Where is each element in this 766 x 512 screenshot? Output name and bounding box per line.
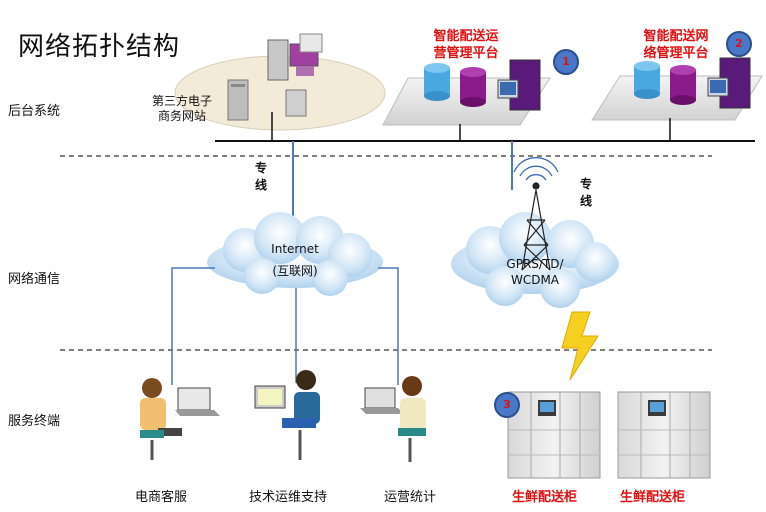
dedicated-line-left-char1: 专	[255, 161, 268, 175]
locker-1-icon	[507, 391, 601, 479]
third-party-label-line1: 第三方电子	[151, 94, 212, 108]
terminal-tech-label: 技术运维支持	[249, 490, 328, 505]
operator-stats-icon	[360, 376, 426, 462]
dedicated-line-right-char2: 线	[580, 194, 593, 208]
terminal-stats-label: 运营统计	[384, 490, 437, 505]
badge-1: 1	[553, 49, 579, 75]
layer-label-backend: 后台系统	[8, 104, 61, 119]
badge-2: 2	[726, 31, 752, 57]
locker-1-label: 生鲜配送柜	[512, 490, 578, 505]
mobile-cloud	[451, 212, 619, 308]
third-party-label: 第三方电子 商务网站	[140, 94, 224, 124]
dedicated-line-left-label: 专 线	[255, 160, 267, 194]
internet-label: Internet (互联网)	[250, 238, 340, 282]
antenna-tower-icon	[513, 156, 559, 271]
workstation-icon	[267, 33, 323, 81]
platform1-label: 智能配送运 营管理平台	[418, 28, 514, 62]
operator-tech-icon	[254, 370, 320, 460]
database-icon-2	[634, 61, 696, 105]
platform2-label-line1: 智能配送网	[643, 29, 709, 44]
lightning-icon	[561, 311, 599, 381]
database-icon	[424, 63, 486, 107]
platform1-label-line2: 营管理平台	[433, 46, 499, 61]
layer-label-network: 网络通信	[8, 272, 61, 287]
dedicated-line-left-char2: 线	[255, 178, 268, 192]
operator-ecommerce-icon	[140, 378, 220, 460]
mobile-network-label-line2: WCDMA	[510, 273, 560, 287]
server-tower-icon	[497, 59, 541, 111]
locker-2-label: 生鲜配送柜	[620, 490, 686, 505]
internet-label-line1: Internet	[271, 242, 319, 256]
internet-label-line2: (互联网)	[272, 264, 318, 278]
dedicated-line-right-char1: 专	[580, 177, 593, 191]
third-party-label-line2: 商务网站	[157, 109, 206, 123]
platform2-label: 智能配送网 络管理平台	[628, 28, 724, 62]
platform1-label-line1: 智能配送运	[433, 29, 499, 44]
page-title: 网络拓扑结构	[18, 32, 181, 62]
platform2-label-line2: 络管理平台	[643, 46, 709, 61]
mobile-network-label: GPRS/TD/ WCDMA	[490, 256, 580, 288]
terminal-ecommerce-label: 电商客服	[135, 490, 188, 505]
internet-cloud	[207, 212, 383, 296]
server-tower-icon-2	[707, 57, 751, 109]
badge-3: 3	[494, 392, 520, 418]
server-icon	[227, 79, 307, 121]
locker-2-icon	[617, 391, 711, 479]
mobile-network-label-line1: GPRS/TD/	[506, 257, 564, 271]
dedicated-line-right-label: 专 线	[580, 176, 592, 210]
layer-label-terminals: 服务终端	[8, 414, 61, 429]
